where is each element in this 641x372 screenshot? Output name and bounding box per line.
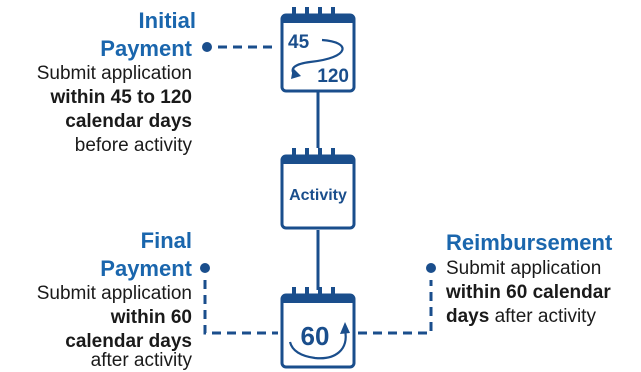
initial-payment-line-1: Submit application — [36, 63, 192, 84]
final-payment-line-4: after activity — [90, 350, 192, 371]
initial-payment-title-1: Initial — [138, 8, 196, 33]
calendar-top-number-b: 120 — [317, 66, 349, 87]
final-payment-line-2: within 60 — [110, 307, 192, 328]
calendar-bottom-arrowhead — [340, 322, 350, 334]
final-payment-dash — [203, 280, 278, 335]
final-payment-line-3: calendar days — [65, 331, 192, 352]
initial-payment-line-4: before activity — [74, 135, 192, 156]
final-payment-dot — [200, 263, 210, 273]
initial-payment-line-2: within 45 to 120 — [50, 87, 192, 108]
initial-payment-title-2: Payment — [100, 36, 192, 61]
calendar-top-number-a: 45 — [288, 32, 310, 53]
reimbursement-title: Reimbursement — [446, 230, 613, 255]
reimbursement-line-2: within 60 calendar — [446, 282, 611, 303]
calendar-activity-label: Activity — [289, 187, 347, 204]
final-payment-line-1: Submit application — [36, 283, 192, 304]
initial-payment-dot — [202, 42, 212, 52]
calendar-top-icon: 45 120 — [280, 7, 356, 93]
calendar-bottom-number: 60 — [301, 321, 330, 351]
reimbursement-line-3: days after activity — [446, 306, 596, 327]
final-payment-title-1: Final — [140, 228, 192, 253]
calendar-bottom-icon: 60 — [280, 287, 356, 369]
calendar-activity-icon: Activity — [280, 148, 356, 230]
reimbursement-dot — [426, 263, 436, 273]
initial-payment-line-3: calendar days — [65, 111, 192, 132]
calendar-top-arrowhead — [291, 68, 301, 79]
reimbursement-line-1: Submit application — [446, 258, 602, 279]
calendar-bottom-arrow-arc — [288, 329, 347, 360]
reimbursement-dash — [358, 280, 433, 335]
final-payment-title-2: Payment — [100, 256, 192, 281]
